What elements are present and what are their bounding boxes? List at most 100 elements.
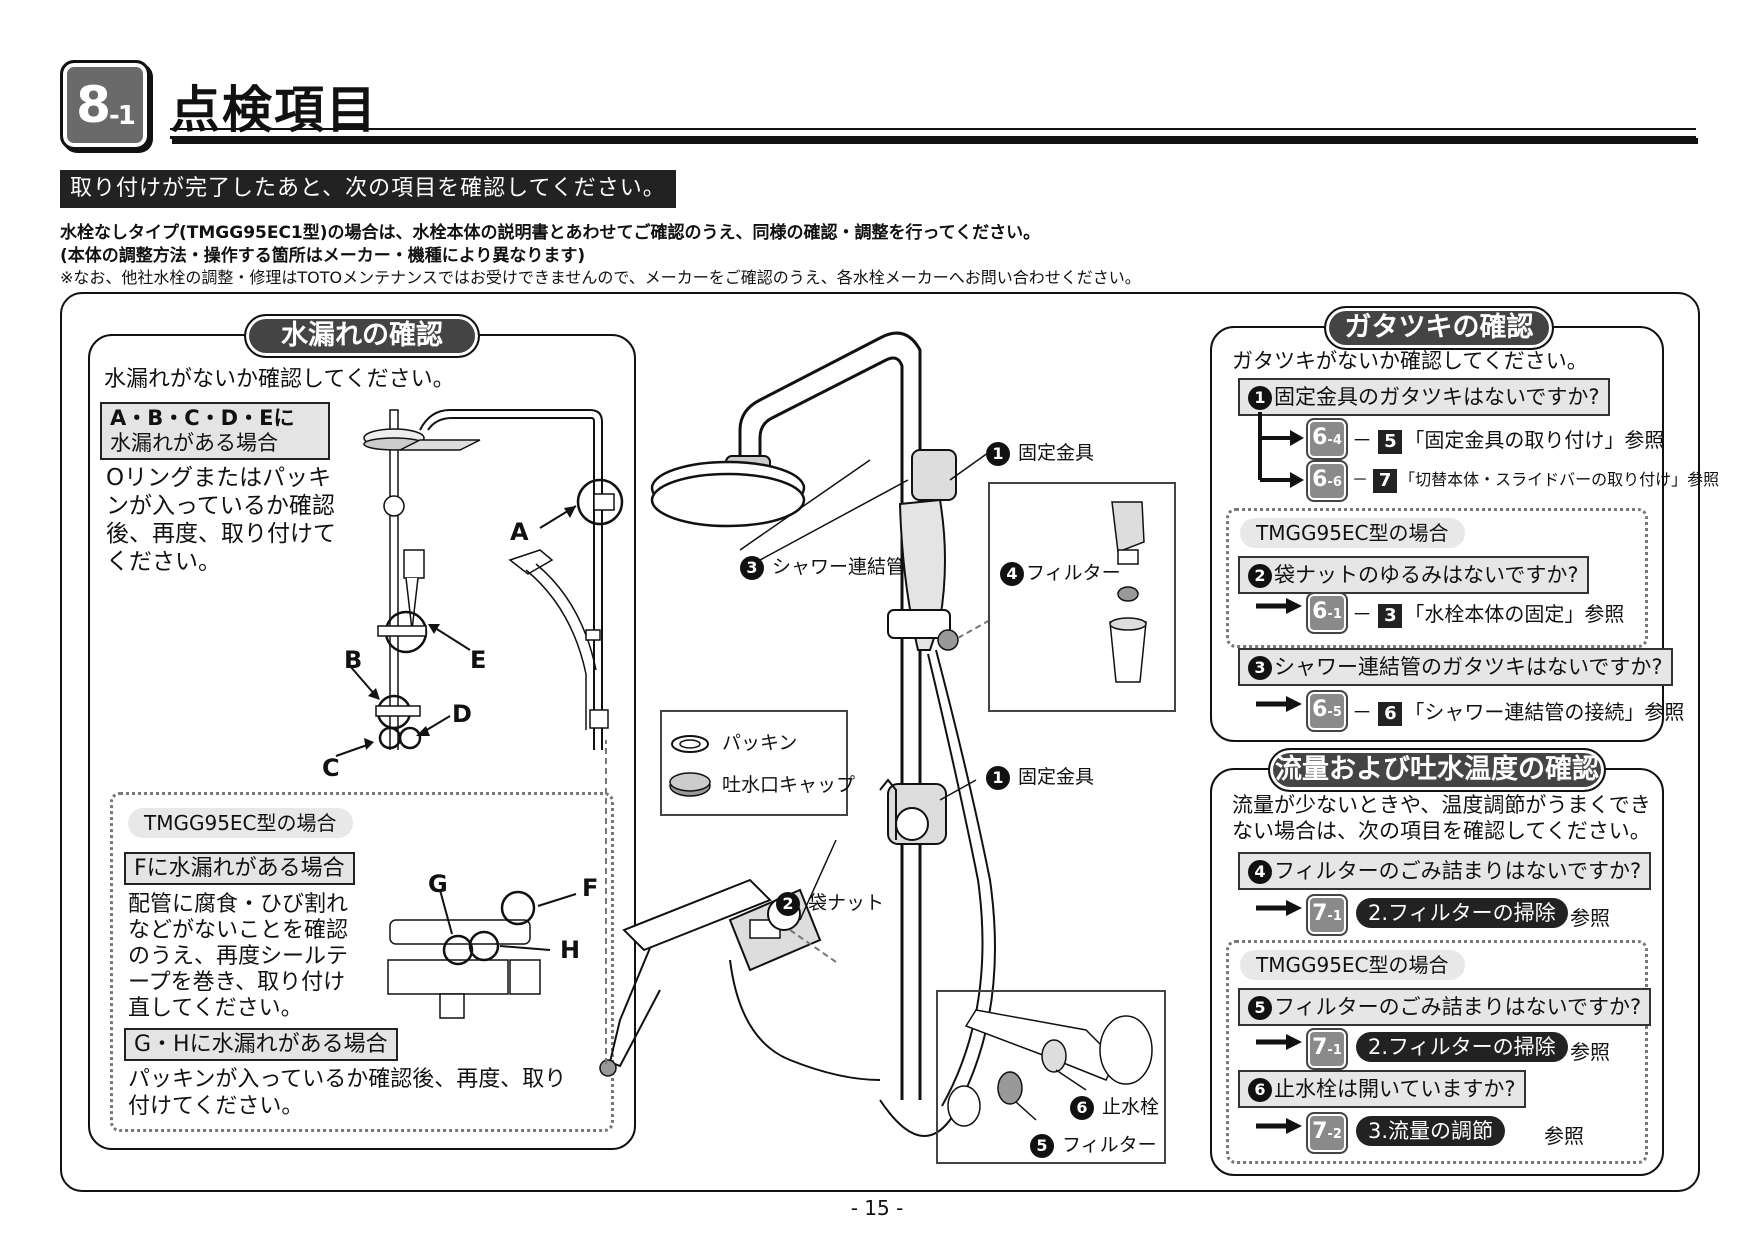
flow-lead-line: ない場合は、次の項目を確認してください。 (1232, 819, 1651, 843)
ref-square: 5 (1378, 429, 1403, 454)
badge-major: 6 (1312, 697, 1328, 722)
badge-minor: -4 (1327, 433, 1342, 448)
ref-badge-7-1: 7-1 (1306, 894, 1348, 936)
ref-badge-6-5: 6-5 (1306, 690, 1348, 732)
ref-text: 「固定金具の取り付け」参照 (1404, 428, 1665, 452)
flow-ref-5[interactable]: 2.フィルターの掃除 (1356, 1032, 1568, 1062)
callout-text: 固定金具 (1018, 442, 1095, 464)
wobble-ref-1a[interactable]: － 5「固定金具の取り付け」参照 (1352, 424, 1664, 454)
badge-major: 7 (1312, 1035, 1328, 1060)
label-c: C (322, 754, 340, 782)
ref-square: 3 (1378, 603, 1403, 628)
q-text: 止水栓は開いていますか? (1274, 1077, 1516, 1101)
ref-text: 「水栓本体の固定」参照 (1404, 602, 1625, 626)
flow-ref-6[interactable]: 3.流量の調節 (1356, 1116, 1506, 1146)
callout-text: フィルター (1062, 1134, 1157, 1156)
leak-diagram-upper (335, 409, 624, 757)
title-rule (170, 128, 1696, 139)
badge-minor: -1 (1327, 607, 1342, 622)
q-text: シャワー連結管のガタツキはないですか? (1274, 655, 1663, 679)
callout-number: 4 (1000, 561, 1024, 586)
section-minor: -1 (108, 101, 136, 131)
flow-ref-4[interactable]: 2.フィルターの掃除 (1356, 898, 1568, 928)
wobble-ref-2[interactable]: － 3「水栓本体の固定」参照 (1352, 598, 1624, 628)
wobble-ref-1b[interactable]: － 7「切替本体・スライドバーの取り付け」参照 (1352, 466, 1719, 493)
section-badge: 8-1 (60, 60, 150, 150)
q-number: 1 (1248, 386, 1272, 410)
q-number: 6 (1248, 1078, 1272, 1102)
callout-bag-nut: 2 袋ナット (776, 888, 884, 916)
label-g: G (428, 870, 448, 898)
leak-case1-text-line: ください。 (106, 549, 221, 575)
leak-panel (88, 334, 636, 1150)
wobble-model-pill: TMGG95EC型の場合 (1240, 518, 1465, 548)
ref-square: 7 (1373, 468, 1398, 493)
callout-fixture-2: 1 固定金具 (986, 762, 1094, 790)
badge-minor: -1 (1327, 909, 1342, 924)
label-f: F (582, 874, 599, 902)
flow-model-box (1226, 940, 1648, 1164)
leak-case1-text-line: 後、再度、取り付けて (106, 521, 336, 547)
badge-major: 6 (1312, 467, 1328, 492)
ref-badge-6-6: 6-6 (1306, 460, 1348, 502)
wobble-model-box (1226, 508, 1648, 648)
spout-inset-drawing (669, 735, 711, 797)
flow-ref-6-label: 参照 (1544, 1124, 1584, 1148)
wobble-branch-arrows (1258, 412, 1304, 488)
leak-case2-text-line: 直してください。 (128, 996, 303, 1021)
badge-minor: -1 (1327, 1043, 1342, 1058)
flow-panel-title: 流量および吐水温度の確認 (1268, 748, 1606, 792)
arrow-right-icon (1256, 696, 1302, 712)
mixer-diagram-small (387, 889, 577, 1019)
q-text: フィルターのごみ詰まりはないですか? (1274, 859, 1642, 883)
flow-model-pill: TMGG95EC型の場合 (1240, 950, 1465, 980)
callout-filter-5: 5 フィルター (1030, 1130, 1157, 1158)
callout-number: 6 (1070, 1095, 1094, 1120)
wobble-ref-3[interactable]: － 6「シャワー連結管の接続」参照 (1352, 696, 1684, 726)
q-number: 3 (1248, 656, 1272, 680)
label-e: E (470, 646, 487, 674)
leak-case2-text-line: などがないことを確認 (128, 918, 349, 943)
q-number: 5 (1248, 996, 1272, 1020)
ref-badge-7-2: 7-2 (1306, 1112, 1348, 1154)
badge-minor: -5 (1327, 705, 1342, 720)
callout-packing: パッキン (722, 732, 798, 754)
callout-number: 1 (986, 765, 1010, 790)
q-number: 4 (1248, 860, 1272, 884)
badge-major: 7 (1312, 1119, 1328, 1144)
ref-dash: － (1352, 428, 1372, 452)
callout-number: 3 (740, 555, 764, 580)
callout-shower-pipe: 3 シャワー連結管 (740, 552, 905, 580)
callout-number: 5 (1030, 1133, 1054, 1158)
leak-model-box (110, 792, 614, 1132)
section-major: 8 (76, 76, 111, 134)
title-rule-shadow (172, 138, 1698, 144)
leak-panel-title: 水漏れの確認 (244, 314, 480, 358)
ref-dash: － (1352, 602, 1372, 626)
spout-inset (660, 710, 848, 816)
intro-banner: 取り付けが完了したあと、次の項目を確認してください。 (60, 170, 676, 208)
ref-text: 「切替本体・スライドバーの取り付け」参照 (1399, 470, 1720, 489)
label-a: A (510, 518, 529, 546)
ref-badge-6-1: 6-1 (1306, 592, 1348, 634)
ref-square: 6 (1378, 701, 1403, 726)
callout-spout-cap: 吐水口キャップ (722, 774, 856, 796)
leak-case1-box: A・B・C・D・Eに 水漏れがある場合 (100, 402, 330, 460)
leak-case1-line1: A・B・C・D・Eに (110, 406, 295, 430)
page-number: - 15 - (850, 1196, 904, 1220)
leak-model-pill: TMGG95EC型の場合 (128, 808, 353, 838)
leak-case1-text-line: Oリングまたはパッキ (106, 465, 332, 491)
leak-case2-text-line: のうえ、再度シールテ (128, 944, 349, 969)
badge-major: 6 (1312, 599, 1328, 624)
callout-text: フィルター (1026, 562, 1121, 584)
leak-lead: 水漏れがないか確認してください。 (104, 367, 455, 392)
badge-major: 7 (1312, 901, 1328, 926)
ref-badge-7-1: 7-1 (1306, 1028, 1348, 1070)
ref-text: 「シャワー連結管の接続」参照 (1404, 700, 1685, 724)
